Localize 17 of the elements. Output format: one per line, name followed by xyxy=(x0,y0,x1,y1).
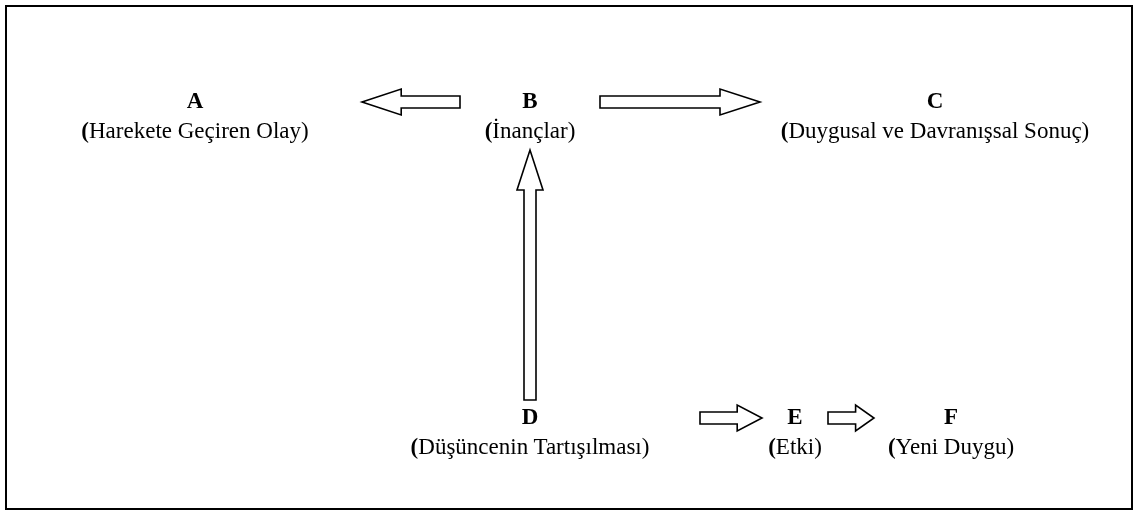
node-letter: A xyxy=(186,87,204,115)
node-letter: F xyxy=(943,403,959,431)
node-description: (Düşüncenin Tartışılması) xyxy=(410,433,650,461)
node-description: (Yeni Duygu) xyxy=(887,433,1015,461)
node-letter: E xyxy=(787,403,803,431)
node-letter: B xyxy=(522,87,538,115)
node-letter: D xyxy=(521,403,539,431)
node-description: (Etki) xyxy=(768,433,822,461)
block-arrow xyxy=(599,87,763,117)
block-arrow xyxy=(359,87,461,117)
node-letter: C xyxy=(926,87,944,115)
block-arrow xyxy=(515,147,545,401)
node-description: (Duygusal ve Davranışsal Sonuç) xyxy=(780,117,1090,145)
node-description: (Harekete Geçiren Olay) xyxy=(81,117,309,145)
block-arrow xyxy=(827,403,876,433)
block-arrow xyxy=(699,403,764,433)
node-description: (İnançlar) xyxy=(484,117,576,145)
